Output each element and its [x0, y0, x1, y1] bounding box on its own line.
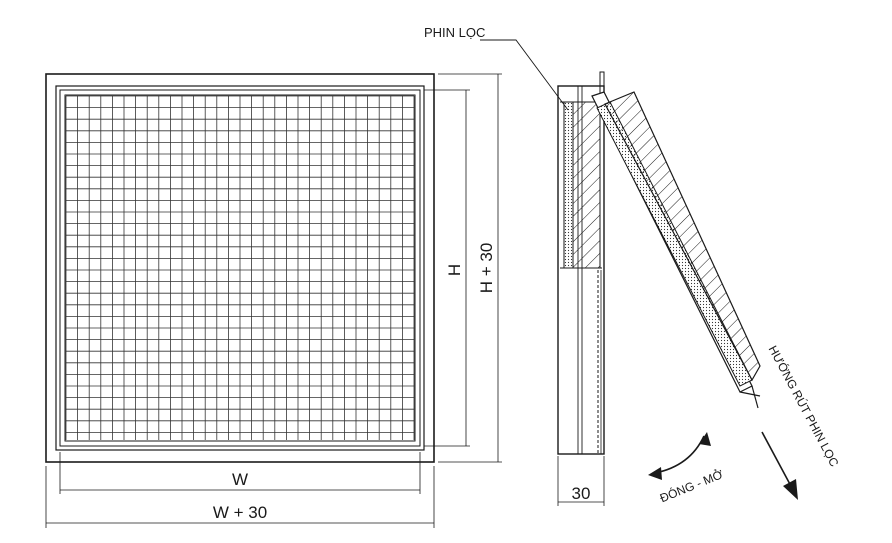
filter-leader — [480, 39, 569, 111]
frame-lip — [55, 85, 425, 451]
side-view — [557, 71, 605, 455]
front-view — [45, 73, 435, 463]
pull-direction-arrowhead — [783, 479, 798, 500]
inner-frame — [59, 89, 421, 447]
pull-direction-label: HƯỚNG RÚT PHIN LỌC — [766, 343, 843, 470]
dimension-depth — [557, 456, 605, 506]
width-label: W — [232, 470, 248, 489]
arrow-up-head — [699, 432, 711, 446]
width-plus-label: W + 30 — [213, 503, 267, 522]
side-frame — [557, 85, 605, 455]
eggcrate-grid — [65, 95, 415, 440]
height-plus-label: H + 30 — [477, 243, 496, 294]
filter-label: PHIN LỌC — [424, 25, 485, 40]
dimension-height — [424, 89, 470, 447]
grille-border — [64, 94, 416, 442]
pull-direction-line — [761, 431, 793, 489]
dimension-width-plus — [45, 466, 435, 528]
depth-label: 30 — [572, 484, 591, 503]
arrow-left-head — [648, 467, 662, 480]
tilted-panel — [591, 91, 761, 409]
filter-core — [572, 101, 601, 269]
outer-frame — [45, 73, 435, 463]
dimension-height-plus — [438, 73, 502, 463]
open-close-label: ĐÓNG - MỞ — [657, 466, 725, 505]
height-label: H — [445, 264, 464, 276]
open-close-arc — [654, 435, 705, 474]
filter-media — [563, 101, 574, 269]
dimension-width — [59, 452, 421, 494]
